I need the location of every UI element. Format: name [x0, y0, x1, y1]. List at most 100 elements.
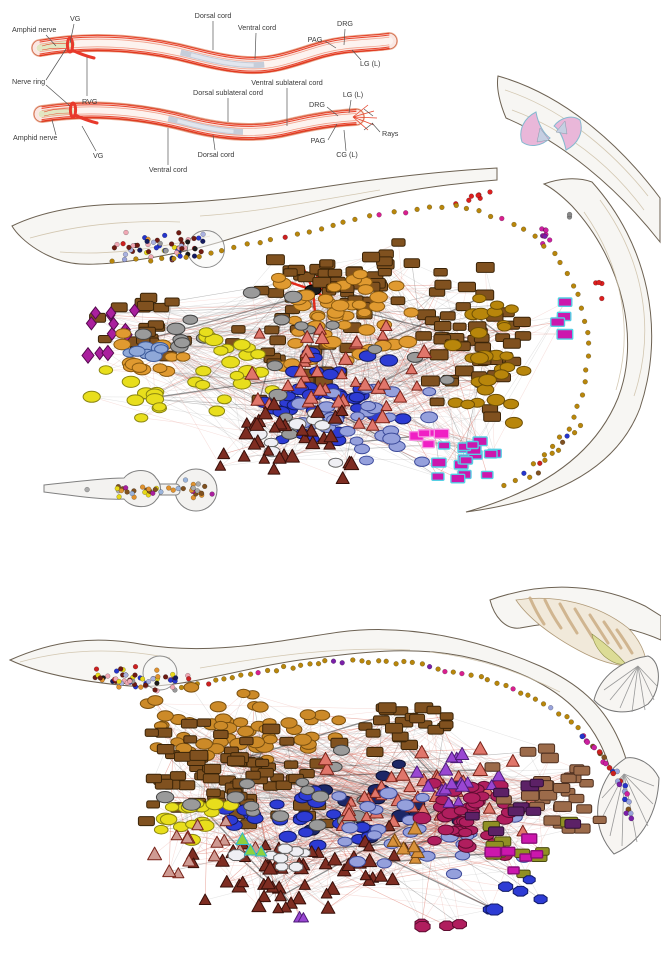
neuron-dot [290, 665, 296, 671]
network-node-gray [333, 744, 350, 756]
neuron-dot [176, 230, 182, 236]
anatomy-label: PAG [308, 35, 323, 44]
network-node-purple-tri [445, 776, 459, 790]
network-node-yellow-mid [217, 394, 232, 405]
network-node-crimson-oct [452, 919, 467, 930]
neuron-dot [154, 237, 160, 243]
neuron-dot [186, 676, 192, 682]
network-node-left-diamonds [85, 316, 97, 331]
network-node-left-rects [136, 300, 155, 311]
network-node-magenta-cyan-top [550, 317, 566, 327]
network-node-darkred-tri [325, 881, 341, 895]
network-node-left-yellow [134, 413, 149, 423]
neuron-dot [376, 658, 382, 664]
network-node-orange-band [299, 709, 317, 721]
male-tail-fan [597, 757, 660, 855]
network-node-rects-main [146, 800, 160, 809]
neuron-dot [549, 450, 555, 456]
network-node-magenta-cyan [437, 441, 451, 450]
neuron-dot [478, 674, 485, 680]
network-node-left-yellow [82, 390, 101, 403]
male-network-nodes [137, 682, 607, 933]
network-node-tan-rects [576, 804, 593, 814]
neuron-dot [123, 672, 129, 678]
network-node-darkpurple-rects [525, 806, 542, 816]
network-node-green-tri [255, 845, 268, 857]
neuron-dot [622, 782, 629, 789]
network-node-blue-oct [498, 881, 514, 892]
network-node-gray [308, 819, 327, 832]
network-edge [317, 825, 333, 890]
neuron-dot [282, 234, 288, 240]
network-node-rects-top [403, 258, 421, 268]
network-node-olive-right [516, 365, 532, 376]
network-node-blue [278, 830, 297, 843]
network-node-left-orange [113, 338, 131, 351]
network-edge [277, 744, 410, 778]
neuron-dot [170, 671, 176, 678]
neuron-dot [97, 675, 103, 681]
anatomy-worm-hermaphrodite [40, 33, 389, 72]
network-node-rects-top [266, 254, 285, 266]
network-node-purple-tri [485, 779, 498, 790]
neuron-dot [510, 686, 516, 692]
neuron-dot [168, 241, 175, 247]
network-node-salmon-tri [472, 741, 488, 755]
network-node-orange-band [213, 720, 229, 731]
network-node-darkred-tri [343, 456, 360, 471]
neuron-dot [157, 240, 163, 247]
network-node-darkred-tri [258, 406, 273, 420]
network-node-darkred-tri [236, 875, 250, 888]
neuron-dot [501, 482, 507, 489]
network-node-darkred-tri [298, 431, 312, 444]
network-edge [220, 725, 366, 876]
network-node-crimson [458, 838, 474, 849]
network-edge [87, 355, 286, 426]
network-node-yellow-mid [250, 349, 266, 360]
network-node-yellow-mid [208, 405, 226, 417]
neuron-dot [525, 692, 531, 698]
network-node-darkred-tri [363, 840, 375, 852]
neuron-dot [150, 239, 157, 245]
network-node-yellow-mid [233, 339, 251, 351]
network-edge [402, 768, 578, 776]
network-node-pink-tri [172, 867, 185, 879]
network-node-rects-mid [269, 335, 286, 346]
network-edge [376, 798, 480, 814]
network-edge [286, 741, 347, 822]
neuron-dot [340, 219, 346, 225]
network-node-rects-right [415, 331, 432, 341]
neuron-dot [294, 231, 301, 237]
neuron-dot [123, 229, 129, 236]
neuron-dot [273, 668, 280, 674]
network-node-salmon-tri [482, 802, 496, 814]
network-node-left-diamonds [108, 316, 120, 331]
neuron-dot [129, 490, 135, 497]
network-edge [259, 779, 460, 925]
network-node-salmon-tri [312, 382, 328, 396]
network-node-navy [391, 759, 406, 769]
network-node-magenta-rects [519, 853, 533, 862]
anatomy-worm-male [42, 103, 378, 139]
label-leader-line [324, 40, 337, 49]
network-node-salmon-tri [505, 754, 520, 767]
network-edge [375, 297, 379, 416]
network-node-darkred-tri [272, 902, 284, 914]
network-node-darkred-tri [327, 409, 344, 424]
anatomy-label: PAG [311, 136, 326, 145]
fan-rays [603, 665, 658, 713]
network-node-pale-oct [275, 862, 289, 872]
neuron-dot [391, 209, 397, 215]
anatomy-label: LG (L) [343, 90, 363, 99]
neuron-dot [574, 403, 580, 409]
network-node-salmon-tri [244, 366, 260, 380]
network-node-gray [182, 798, 201, 811]
network-edge [202, 275, 302, 386]
male-tail-detail [489, 586, 661, 713]
label-leader-line [69, 23, 75, 44]
neuron-dot [581, 318, 588, 325]
neuron-dot [542, 233, 548, 239]
network-node-salmon-tri [352, 417, 366, 429]
network-node-pink-tri [147, 846, 163, 861]
network-node-pink-tri [162, 864, 177, 878]
